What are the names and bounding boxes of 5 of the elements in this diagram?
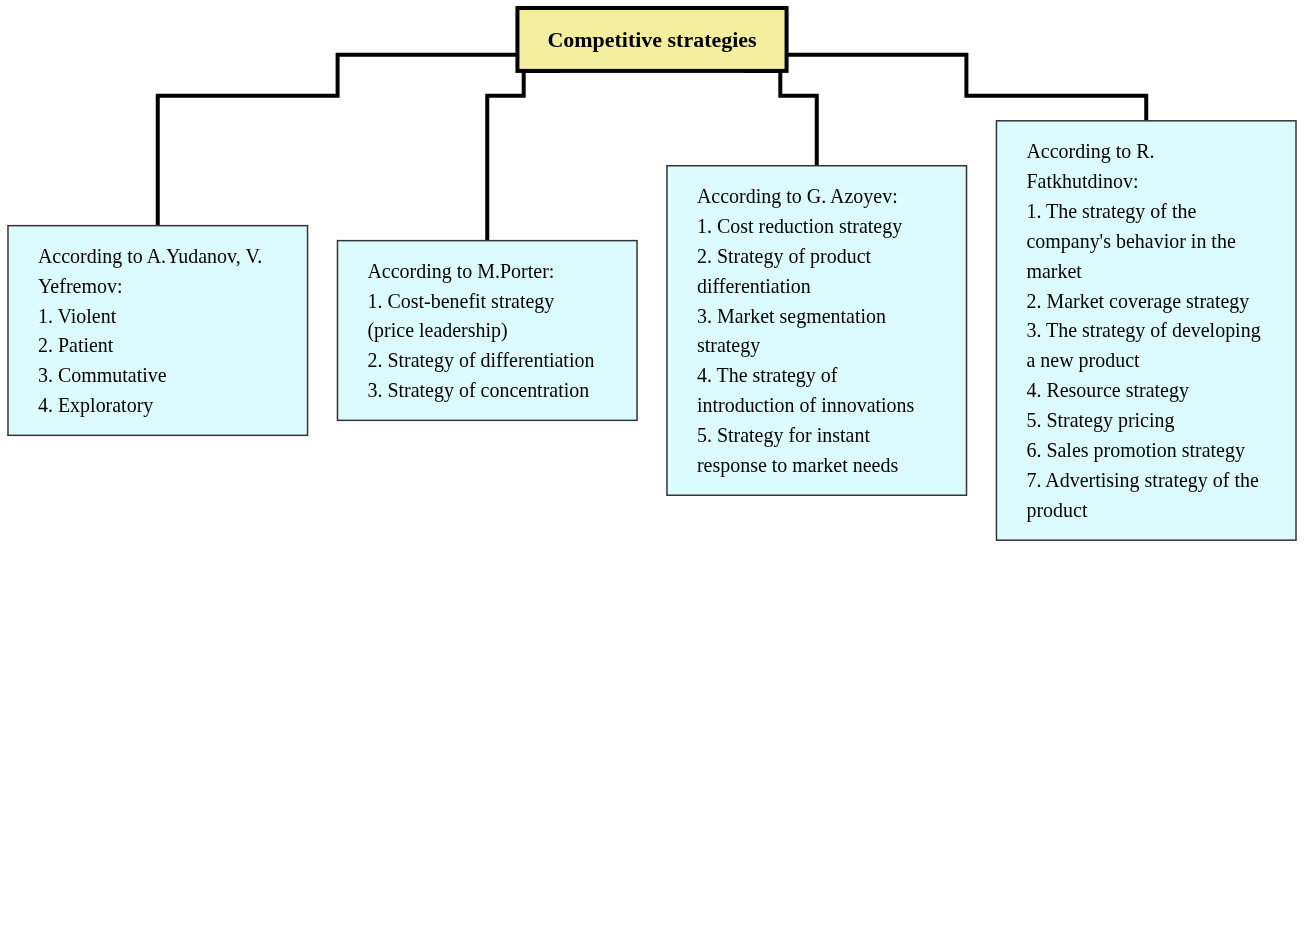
node-box: According to G. Azoyev: 1. Cost reduction strategy 2. Strategy of product differentiation 3. Market segmentation strategy 4. The strategy of introduction of innovations 5. Strategy for instant response to market needs (666, 165, 968, 496)
node-box: Competitive strategies (515, 6, 789, 73)
node-box: According to M.Porter: 1. Cost-benefit strategy (price leadership) 2. Strategy of differentiation 3. Strategy of concentration (336, 239, 638, 422)
node-box: According to R. Fatkhutdinov: 1. The strategy of the company's behavior in the market 2. Market coverage strategy 3. The strategy of developing a new product 4. Resource strategy 5. Strategy pricing 6. Sales promotion strategy 7. Advertising strategy of the product (995, 120, 1297, 541)
node-box: According to A.Yudanov, V. Yefremov: 1. Violent 2. Patient 3. Commutative 4. Exploratory (7, 224, 309, 437)
